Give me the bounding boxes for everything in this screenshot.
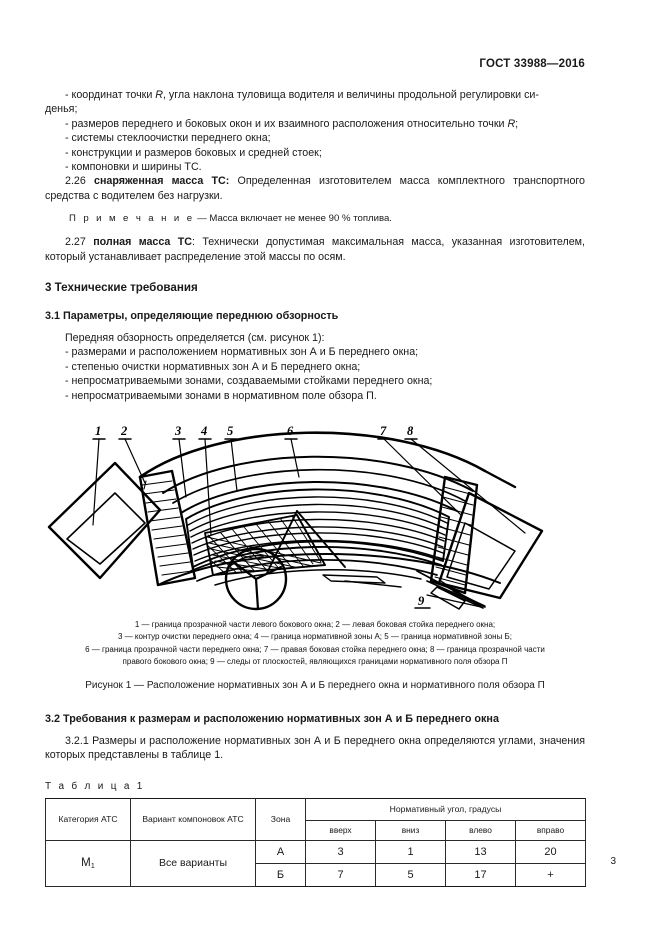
figure-callout-9: 9: [418, 594, 425, 608]
header-down: вниз: [375, 819, 446, 841]
note-label: П р и м е ч а н и е: [69, 213, 195, 225]
heading-section-3-2: 3.2 Требования к размерам и расположению…: [45, 712, 499, 725]
cell-zone-a: А: [255, 839, 306, 864]
cell-zone-b: Б: [255, 862, 306, 887]
cell-category-subscript: 1: [90, 861, 95, 871]
bullet-pillars: - конструкции и размеров боковых и средн…: [65, 146, 322, 159]
table-header-row-1: Категория АТС Вариант компоновок АТС Зон…: [45, 797, 586, 841]
figure-callout-4: 4: [200, 424, 207, 438]
definition-2-27-text: : Технически допустимая максимальная мас…: [45, 236, 585, 263]
figure-callout-3: 3: [174, 424, 181, 438]
cell-a-up: 3: [305, 839, 376, 864]
header-angle-group: Нормативный угол, градусы: [305, 797, 586, 821]
figure-1-drawing: 1 2 3 4 5 6 7 8 9: [47, 424, 544, 611]
table-1-label: Т а б л и ц а 1: [45, 780, 145, 792]
header-up: вверх: [305, 819, 376, 841]
bullet-obstructed-pillars: - непросматриваемыми зонами, создаваемым…: [65, 375, 433, 388]
page-number: 3: [610, 856, 616, 867]
page-header: ГОСТ 33988—2016: [45, 58, 585, 70]
bullet-obstructed-field: - непросматриваемыми зонами в нормативно…: [65, 389, 377, 402]
paragraph-coordinates-cont: денья;: [45, 103, 78, 116]
bullet-wiper-system: - системы стеклоочистки переднего окна;: [65, 132, 271, 145]
definition-2-26-text: Определенная изготовителем масса комплек…: [45, 175, 586, 202]
definition-2-27: 2.27 полная масса ТС: Технически допусти…: [45, 235, 585, 264]
cell-b-right: +: [515, 862, 586, 887]
definition-2-26: 2.26 снаряженная масса ТС: Определенная …: [45, 174, 585, 203]
figure-callout-7: 7: [380, 424, 387, 438]
figure-callout-1: 1: [95, 424, 101, 438]
page-content: - координат точки R, угла наклона тулови…: [45, 88, 586, 887]
table-header-row-2: вверх вниз влево вправо: [46, 819, 586, 841]
note-text: Масса включает не менее 90 % топлива.: [209, 213, 392, 225]
figure-callout-8: 8: [407, 424, 414, 438]
cell-b-down: 5: [375, 862, 446, 887]
figure-1: 1 2 3 4 5 6 7 8 9: [45, 415, 585, 615]
cell-a-right: 20: [515, 839, 586, 864]
figure-legend-line-4: правого бокового окна; 9 — следы от плос…: [122, 656, 508, 666]
bullet-zone-cleaning: - степенью очистки нормативных зон А и Б…: [65, 360, 361, 373]
table-row: Б 7 5 17 +: [46, 862, 586, 887]
note-dash: —: [194, 213, 210, 225]
definition-2-26-term: снаряженная масса ТС:: [94, 175, 230, 188]
cell-b-up: 7: [305, 862, 376, 887]
standard-reference: ГОСТ 33988—2016: [479, 58, 585, 70]
figure-1-legend: 1 — граница прозрачной части левого боко…: [45, 619, 585, 668]
cell-a-down: 1: [375, 839, 446, 864]
figure-legend-line-1: 1 — граница прозрачной части левого боко…: [134, 620, 496, 630]
cell-variant-all: Все варианты: [130, 839, 256, 887]
definition-2-27-number: 2.27: [65, 236, 94, 249]
paragraph-coordinates: - координат точки R, угла наклона тулови…: [45, 88, 585, 102]
table-1: Категория АТС Вариант компоновок АТС Зон…: [45, 797, 586, 887]
figure-legend-line-2: 3 — контур очистки переднего окна; 4 — г…: [117, 632, 513, 642]
figure-callout-6: 6: [287, 424, 294, 438]
cell-category-m1: M1: [45, 839, 131, 887]
header-variant: Вариант компоновок АТС: [130, 797, 256, 841]
cell-category-base: M: [81, 857, 91, 870]
header-category: Категория АТС: [45, 797, 131, 841]
header-left: влево: [445, 819, 516, 841]
heading-section-3-1: 3.1 Параметры, определяющие переднюю обз…: [45, 310, 339, 323]
figure-legend-line-3: 6 — граница прозрачной части переднего о…: [85, 644, 545, 654]
heading-section-3: 3 Технические требования: [45, 281, 198, 295]
figure-callout-5: 5: [227, 424, 233, 438]
cell-a-left: 13: [445, 839, 516, 864]
figure-1-caption: Рисунок 1 — Расположение нормативных зон…: [85, 679, 545, 691]
paragraph-3-2-1: 3.2.1 Размеры и расположение нормативных…: [45, 734, 585, 762]
header-right: вправо: [515, 819, 586, 841]
definition-2-26-number: 2.26: [65, 175, 94, 188]
paragraph-coordinates-text: - координат точки R, угла наклона тулови…: [65, 89, 539, 101]
note-fuel: П р и м е ч а н и е — Масса включает не …: [45, 212, 585, 226]
cell-b-left: 17: [445, 862, 516, 887]
bullet-layout-width: - компоновки и ширины ТС.: [65, 161, 202, 174]
bullet-zone-size: - размерами и расположением нормативных …: [65, 346, 419, 359]
header-zone: Зона: [255, 797, 306, 841]
bullet-window-sizes: - размеров переднего и боковых окон и их…: [65, 117, 519, 130]
definition-2-27-term: полная масса ТС: [93, 236, 192, 249]
table-row: M1 Все варианты А 3 1 13 20: [45, 839, 586, 887]
figure-callout-2: 2: [120, 424, 127, 438]
paragraph-forward-visibility: Передняя обзорность определяется (см. ри…: [65, 332, 325, 345]
